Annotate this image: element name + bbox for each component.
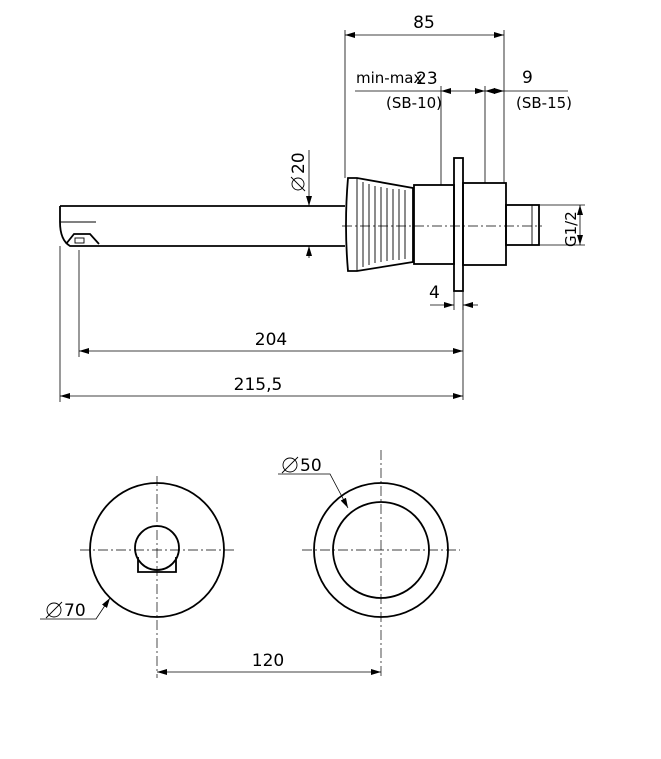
dimension-dia50: 50 xyxy=(278,456,349,509)
diameter-symbol-icon xyxy=(291,177,305,191)
dim-2155-label: 215,5 xyxy=(234,375,283,395)
dimension-dia20: 20 xyxy=(289,150,312,258)
dimension-120: 120 xyxy=(157,651,381,675)
aerator-slot xyxy=(74,237,85,244)
handle-ribs xyxy=(356,178,406,271)
dim-dia50-label: 50 xyxy=(300,456,322,476)
side-view xyxy=(59,157,542,292)
rear-body xyxy=(462,182,507,266)
dimension-minmax: min-max 23 (SB-10) 9 (SB-15) xyxy=(355,68,572,185)
diameter-symbol-icon xyxy=(46,602,62,618)
dim-120-label: 120 xyxy=(252,651,284,671)
dimension-85: 85 xyxy=(344,13,505,183)
dim-85-label: 85 xyxy=(413,13,435,33)
dim-sb10-label: (SB-10) xyxy=(386,94,442,112)
dim-23-label: 23 xyxy=(416,69,438,89)
dim-dia20-label: 20 xyxy=(289,152,309,174)
dim-minmax-label: min-max xyxy=(356,69,423,87)
dimension-dia70: 70 xyxy=(40,597,111,621)
diameter-symbol-icon xyxy=(282,457,298,473)
aerator-outlet xyxy=(65,233,100,245)
dim-4-label: 4 xyxy=(429,283,440,303)
wall-plate xyxy=(453,157,464,292)
spout-rosette-view xyxy=(80,476,234,678)
dim-thread-label: G1/2 xyxy=(562,211,580,247)
threaded-connector xyxy=(505,204,540,246)
dimension-2155: 215,5 xyxy=(59,246,463,402)
dimension-thread: G1/2 xyxy=(539,204,585,247)
knurled-handle xyxy=(345,177,414,272)
cartridge-body xyxy=(413,184,455,265)
dim-9-label: 9 xyxy=(522,68,533,88)
spout-pipe xyxy=(59,205,345,247)
dim-204-label: 204 xyxy=(255,330,287,350)
dim-dia70-label: 70 xyxy=(64,601,86,621)
handle-rosette-view xyxy=(302,450,460,678)
dimension-204: 204 xyxy=(78,250,464,400)
dim-sb15-label: (SB-15) xyxy=(516,94,572,112)
